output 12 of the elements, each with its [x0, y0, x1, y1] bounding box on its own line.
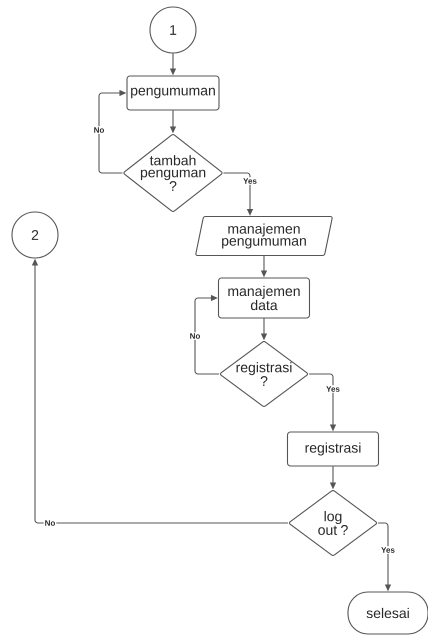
- process-box: pengumuman: [126, 75, 220, 111]
- edge-label: No: [188, 332, 202, 340]
- arrow: [194, 294, 219, 375]
- terminator: selesai: [347, 591, 428, 635]
- process-box: registrasi: [286, 431, 380, 467]
- edge-label: Yes: [325, 385, 341, 393]
- data-parallelogram: manajemen pengumuman: [195, 216, 333, 256]
- edge-label: Yes: [242, 177, 258, 185]
- edge-label: No: [44, 519, 56, 527]
- edge-label: Yes: [380, 546, 396, 554]
- process-box: manajemen data: [218, 277, 310, 319]
- edge-label: No: [92, 126, 106, 134]
